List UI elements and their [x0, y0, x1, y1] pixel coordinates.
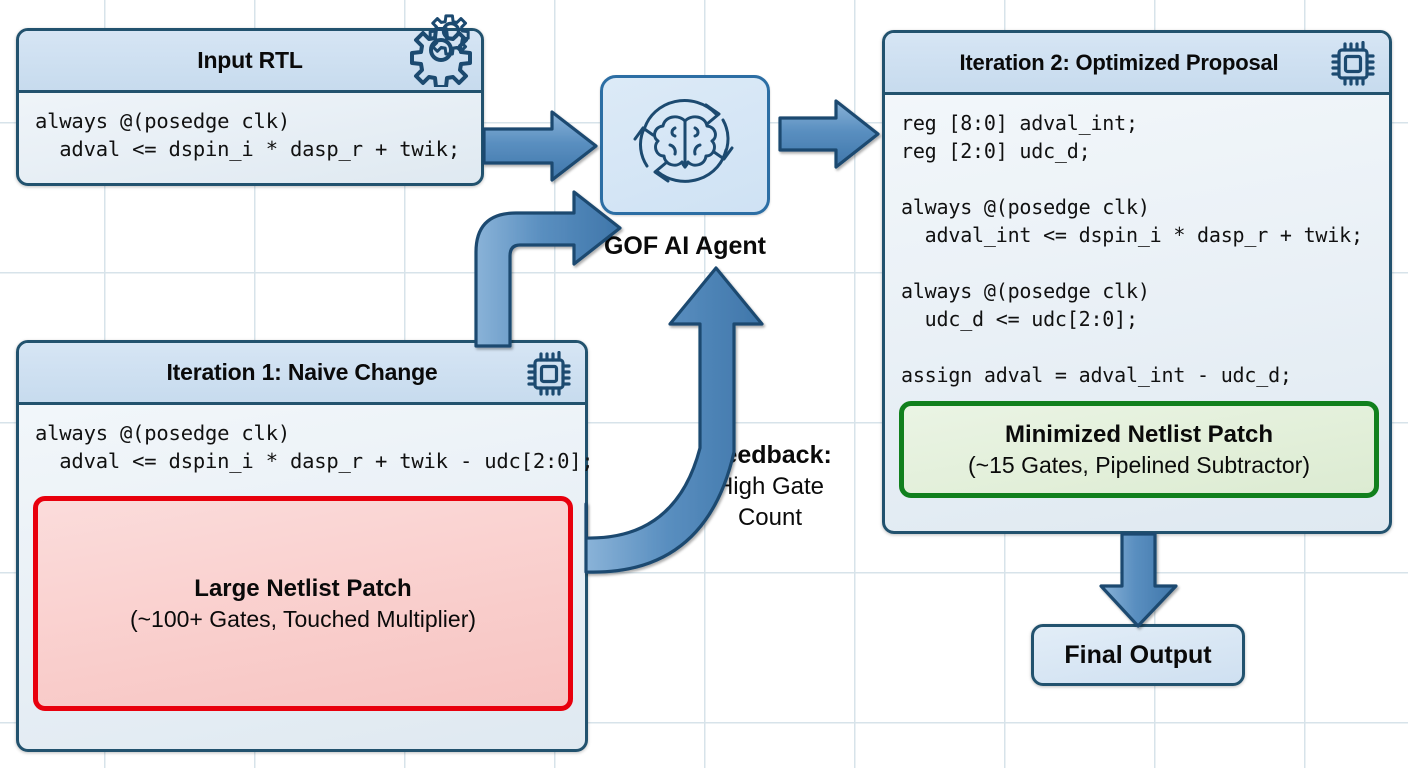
gof-ai-agent-label: GOF AI Agent: [603, 232, 767, 260]
input-rtl-code: always @(posedge clk) adval <= dspin_i *…: [35, 109, 460, 161]
gears-icon: [389, 13, 475, 92]
card-iteration2[interactable]: Iteration 2: Optimized Proposal reg [8:0…: [882, 30, 1392, 534]
chip-icon: [1329, 40, 1377, 92]
minimized-netlist-patch-title: Minimized Netlist Patch: [1004, 420, 1274, 448]
large-netlist-patch: Large Netlist Patch (~100+ Gates, Touche…: [33, 496, 573, 711]
feedback-line-2: High Gate: [715, 473, 825, 500]
large-netlist-patch-title: Large Netlist Patch: [194, 574, 412, 602]
large-netlist-patch-subtitle: (~100+ Gates, Touched Multiplier): [129, 605, 477, 632]
minimized-netlist-patch-subtitle: (~15 Gates, Pipelined Subtractor): [968, 451, 1310, 478]
arrow-feedback-to-agent: [584, 266, 764, 574]
card-iteration1-title: Iteration 1: Naive Change: [166, 359, 438, 385]
chip-icon: [525, 350, 573, 402]
minimized-netlist-patch: Minimized Netlist Patch (~15 Gates, Pipe…: [899, 401, 1379, 498]
final-output-label: Final Output: [1064, 640, 1212, 669]
arrow-agent-to-iteration2: [778, 99, 880, 169]
card-input-rtl-header: Input RTL: [19, 14, 481, 93]
arrow-input-to-agent: [482, 110, 598, 182]
gof-ai-agent-node[interactable]: [600, 75, 770, 215]
arrow-iteration1-to-agent: [474, 190, 622, 348]
card-iteration2-header: Iteration 2: Optimized Proposal: [885, 33, 1389, 95]
card-iteration2-body: reg [8:0] adval_int; reg [2:0] udc_d; al…: [885, 95, 1389, 399]
card-input-rtl-title: Input RTL: [197, 47, 303, 73]
arrow-iteration2-to-final-output: [1099, 532, 1178, 628]
card-input-rtl[interactable]: Input RTL always @(posedge clk) adval <=…: [16, 14, 484, 186]
iteration2-code: reg [8:0] adval_int; reg [2:0] udc_d; al…: [901, 111, 1363, 387]
card-input-rtl-body: always @(posedge clk) adval <= dspin_i *…: [19, 93, 481, 173]
brain-cycle-icon: [620, 88, 750, 203]
feedback-line-3: Count: [737, 504, 803, 531]
card-iteration2-title: Iteration 2: Optimized Proposal: [959, 49, 1279, 75]
card-iteration1[interactable]: Iteration 1: Naive Change always @(posed…: [16, 340, 594, 752]
card-iteration1-body: always @(posedge clk) adval <= dspin_i *…: [19, 405, 594, 485]
card-iteration1-header: Iteration 1: Naive Change: [19, 343, 585, 405]
